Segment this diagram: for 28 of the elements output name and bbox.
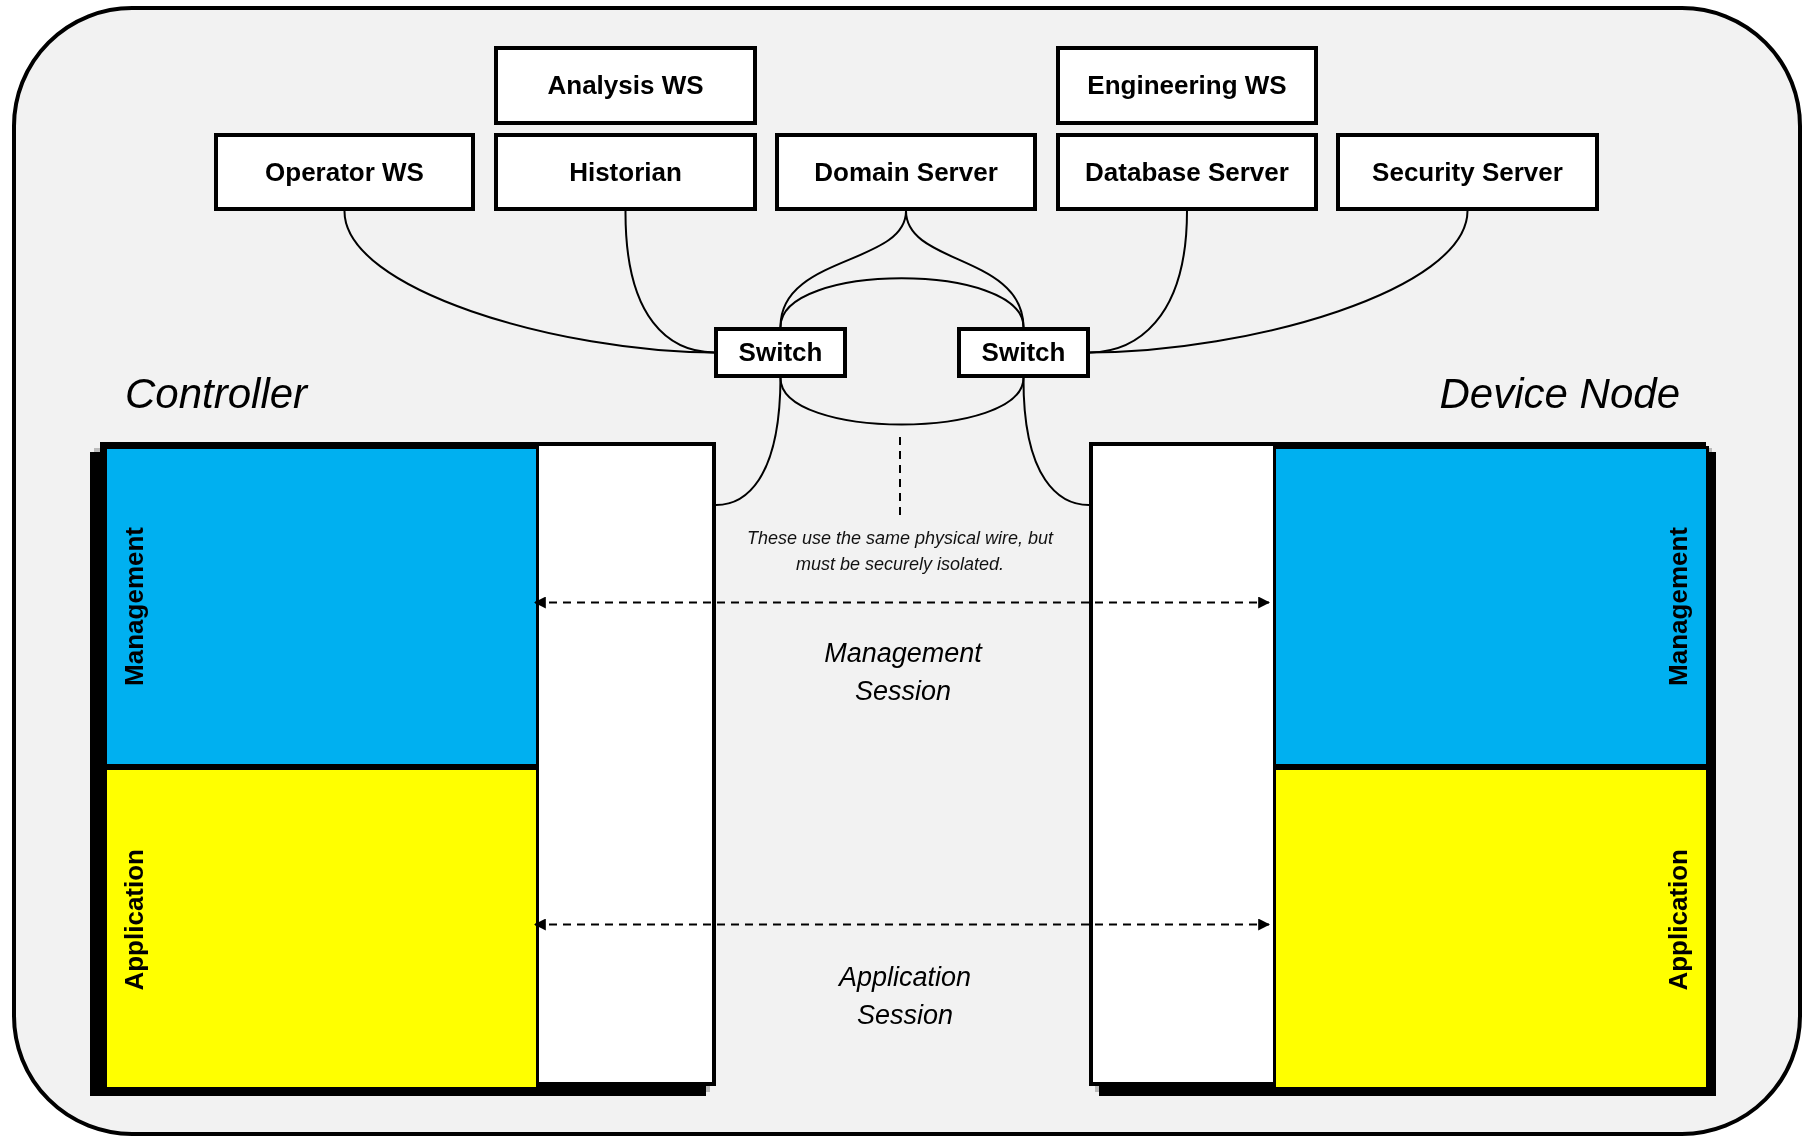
device-box: Security Server: [1336, 133, 1599, 211]
device-box: Historian: [494, 133, 757, 211]
device-box: Database Server: [1056, 133, 1318, 211]
unit-heading: Controller: [125, 370, 308, 418]
device-box: Switch: [714, 327, 847, 378]
unit-heading: Device Node: [1439, 370, 1680, 418]
note-text: These use the same physical wire, but must be securely isolated.: [735, 525, 1065, 583]
connector-line: [1022, 377, 1090, 507]
connector-line: [624, 210, 715, 354]
connector-line: [715, 377, 782, 507]
device-box: Operator WS: [214, 133, 475, 211]
layer-block: [1273, 767, 1709, 1090]
layer-label: Application: [1663, 848, 1694, 991]
layer-block: [1273, 446, 1709, 767]
layer-label: Management: [1663, 526, 1694, 686]
connector-line: [779, 277, 1025, 328]
layer-block: [104, 767, 539, 1090]
layer-label: Management: [119, 526, 150, 686]
device-box: Switch: [957, 327, 1090, 378]
arrow: [533, 596, 1271, 609]
device-box: Domain Server: [775, 133, 1037, 211]
layer-block: [104, 446, 539, 767]
device-box: Analysis WS: [494, 46, 757, 125]
layer-label: Application: [119, 848, 150, 991]
connector-line: [1089, 210, 1469, 354]
device-box: Engineering WS: [1056, 46, 1318, 125]
arrow: [533, 918, 1271, 931]
connector-line: [779, 377, 1025, 426]
